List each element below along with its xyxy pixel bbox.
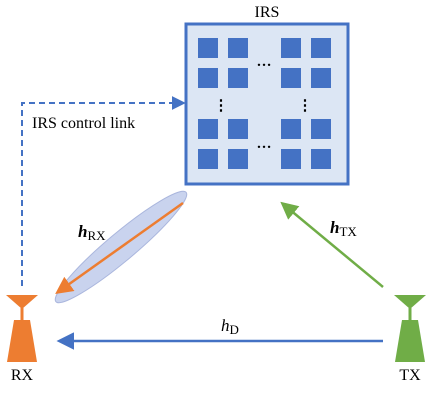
h-rx-subscript: RX [87, 228, 106, 243]
irs-element [311, 119, 331, 139]
h-rx-label: hRX [78, 222, 106, 243]
h-d-subscript: D [230, 322, 239, 337]
irs-element [281, 149, 301, 169]
irs-element [311, 68, 331, 88]
control-link-label: IRS control link [32, 115, 135, 132]
irs-element [228, 38, 248, 58]
h-tx-label: hTX [330, 218, 357, 239]
irs-element [198, 149, 218, 169]
irs-element [281, 68, 301, 88]
irs-vertical-ellipsis-left: ⋮ [214, 98, 229, 114]
irs-element [281, 119, 301, 139]
rx-label: RX [11, 367, 34, 384]
irs-panel: … … ⋮ ⋮ [184, 22, 350, 186]
irs-element [281, 38, 301, 58]
tx-antenna-head [394, 295, 426, 309]
h-tx-subscript: TX [339, 224, 357, 239]
irs-ellipsis-top: … [257, 54, 272, 70]
h-tx-arrow [280, 201, 384, 288]
h-d-symbol: h [221, 316, 230, 335]
control-link-line [21, 96, 186, 286]
h-rx-symbol: h [78, 222, 87, 241]
irs-element [228, 68, 248, 88]
tx-label: TX [399, 367, 421, 384]
irs-title: IRS [255, 4, 280, 21]
irs-element [198, 119, 218, 139]
h-rx-arrow [55, 201, 184, 295]
irs-element [198, 38, 218, 58]
irs-ellipsis-bottom: … [257, 136, 272, 152]
tx-antenna: TX [394, 295, 426, 384]
irs-element [311, 149, 331, 169]
irs-element [228, 119, 248, 139]
rx-antenna-head [6, 295, 38, 309]
h-d-label: hD [221, 316, 239, 337]
irs-element [311, 38, 331, 58]
h-rx-link: hRX [54, 190, 188, 304]
irs-element [228, 149, 248, 169]
irs-element [198, 68, 218, 88]
irs-control-link: IRS control link [21, 96, 186, 286]
h-tx-symbol: h [330, 218, 339, 237]
h-d-link: hD [56, 316, 383, 350]
rx-antenna: RX [6, 295, 38, 384]
h-tx-link: hTX [280, 201, 384, 288]
irs-vertical-ellipsis-right: ⋮ [298, 98, 313, 114]
rx-antenna-base [7, 320, 37, 362]
irs-element-grid [198, 38, 331, 169]
tx-antenna-base [395, 320, 425, 362]
